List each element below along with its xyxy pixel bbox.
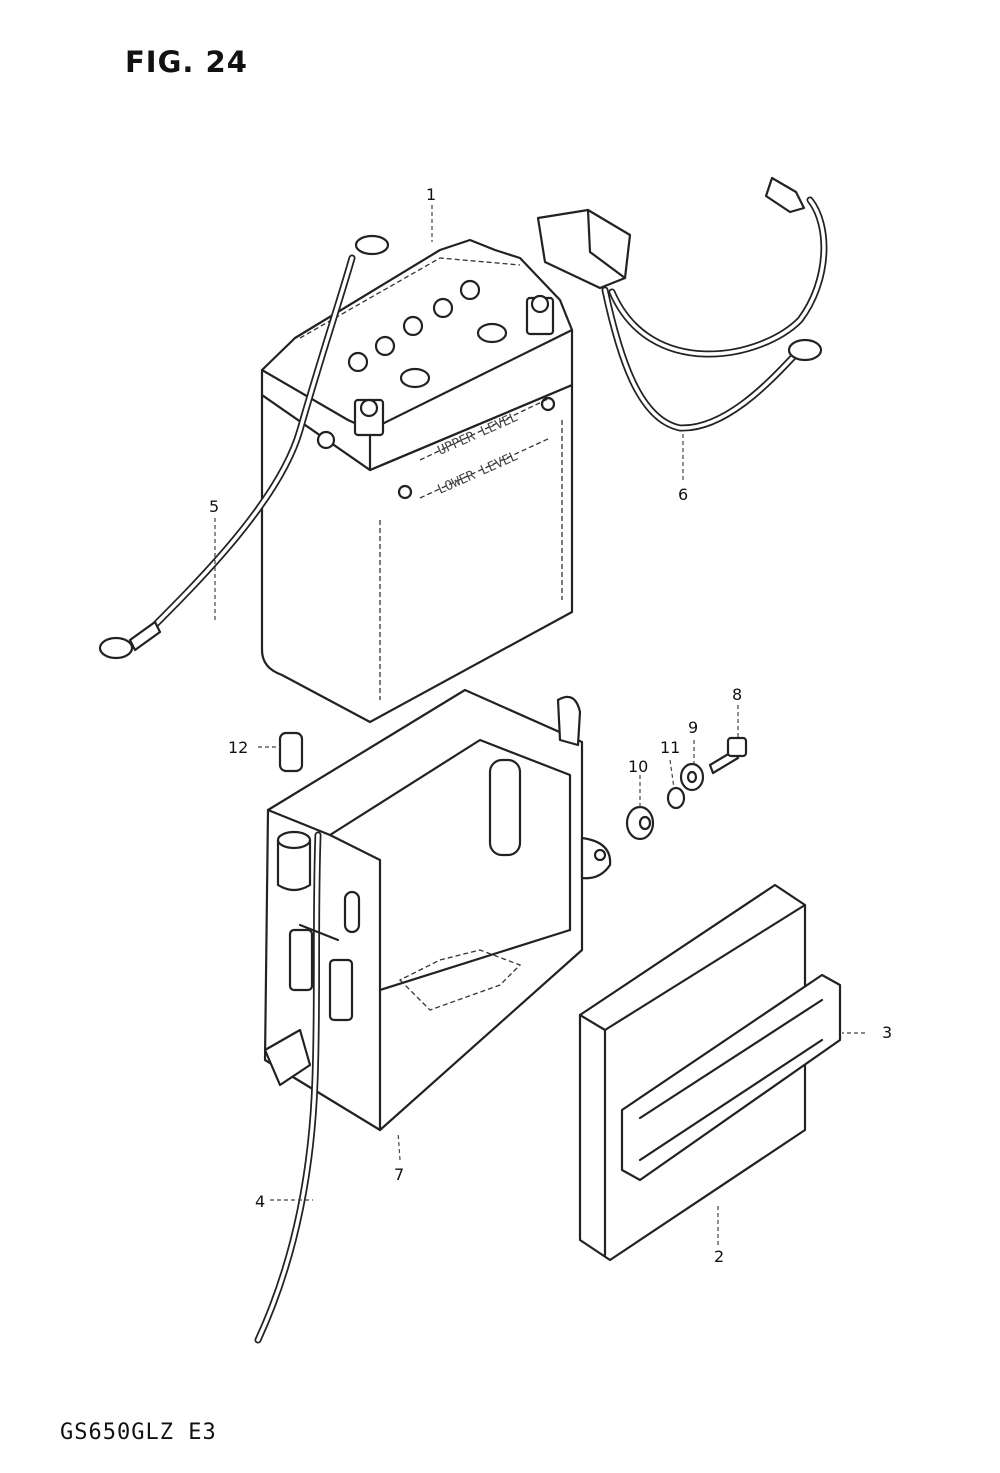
callout-7: 7 <box>394 1165 404 1184</box>
battery-case <box>263 688 612 1132</box>
callout-1: 1 <box>426 185 436 204</box>
cap <box>278 731 304 773</box>
callout-numbers: 1 2 3 4 5 6 7 8 9 10 11 12 <box>209 185 892 1266</box>
callout-10: 10 <box>628 757 648 776</box>
callout-11: 11 <box>660 738 680 757</box>
leader-lines <box>214 205 865 1245</box>
breather-hose <box>254 831 340 1344</box>
figure-title: FIG. 24 <box>125 45 248 79</box>
callout-3: 3 <box>882 1023 892 1042</box>
rubber-strap <box>620 973 842 1182</box>
battery-cable-negative <box>98 234 390 660</box>
bolt <box>708 736 748 775</box>
callout-12: 12 <box>228 738 248 757</box>
callout-4: 4 <box>255 1192 265 1211</box>
callout-5: 5 <box>209 497 219 516</box>
battery: UPPER LEVEL LOWER LEVEL <box>260 238 574 724</box>
callout-9: 9 <box>688 718 698 737</box>
cushion <box>625 805 655 841</box>
callout-2: 2 <box>714 1247 724 1266</box>
model-code: GS650GLZ E3 <box>60 1420 217 1445</box>
battery-cable-positive <box>536 176 828 432</box>
washer <box>679 762 705 792</box>
callout-6: 6 <box>678 485 688 504</box>
callout-8: 8 <box>732 685 742 704</box>
spacer <box>666 786 686 810</box>
